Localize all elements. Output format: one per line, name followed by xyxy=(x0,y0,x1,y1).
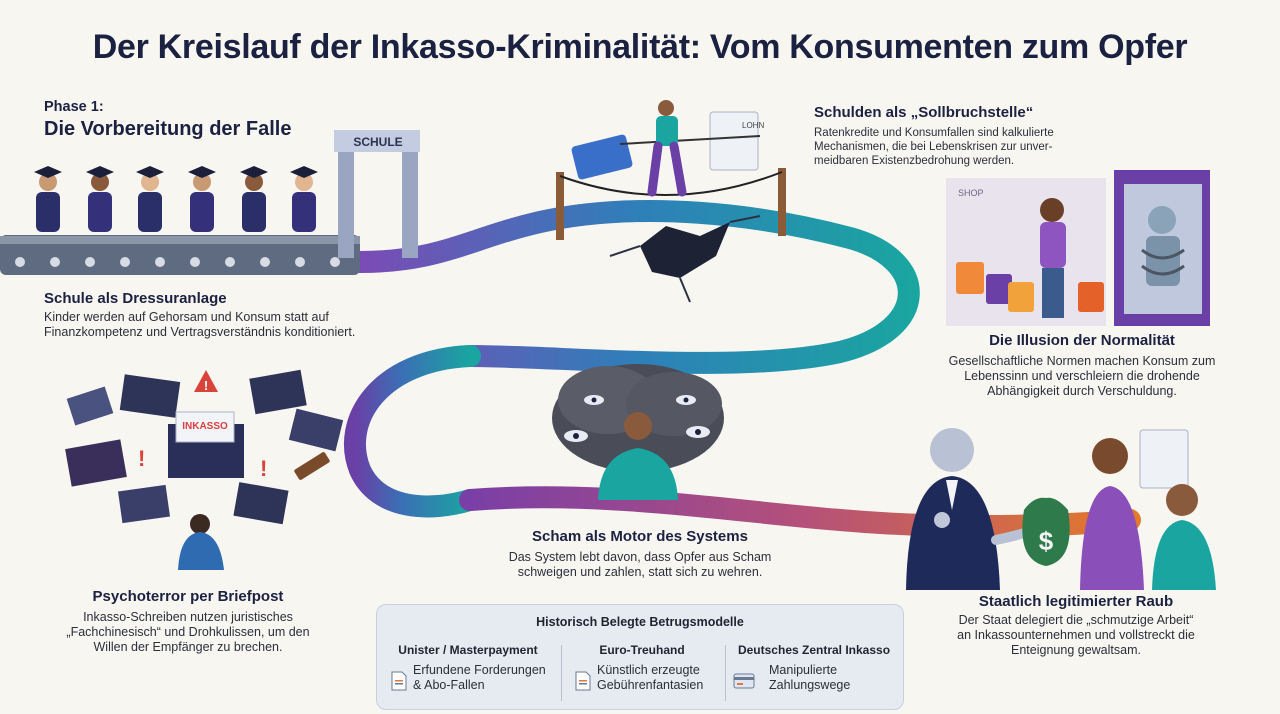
phase-label: Phase 1: xyxy=(44,99,104,115)
svg-text:!: ! xyxy=(204,378,208,393)
fraud-model-description: Erfundene Forderungen& Abo-Fallen xyxy=(413,663,546,692)
document-icon xyxy=(391,671,407,691)
dollar-label: $ xyxy=(1039,526,1054,556)
tightrope-illustration: LOHN xyxy=(556,100,786,303)
school-sign-text: SCHULE xyxy=(353,135,402,149)
psychoterror-title: Psychoterror per Briefpost xyxy=(92,588,284,605)
fraud-model-column: Unister / Masterpayment Erfundene Forder… xyxy=(383,643,553,692)
lohn-label: LOHN xyxy=(742,121,764,130)
scham-description: Das System lebt davon, dass Opfer aus Sc… xyxy=(508,550,772,579)
panel-title: Historisch Belegte Betrugsmodelle xyxy=(536,615,744,629)
raub-description: Der Staat delegiert die „schmutzige Arbe… xyxy=(957,613,1195,657)
shopping-illustration: SHOP xyxy=(946,170,1210,326)
schulden-title: Schulden als „Sollbruchstelle“ xyxy=(814,104,1034,121)
shop-label: SHOP xyxy=(958,188,984,198)
psychoterror-description: Inkasso-Schreiben nutzen juristisches„Fa… xyxy=(66,610,310,654)
credit-card-icon xyxy=(733,673,755,689)
fraud-model-name: Deutsches Zentral Inkasso xyxy=(737,643,891,657)
fraud-model-name: Unister / Masterpayment xyxy=(398,643,538,657)
robbery-illustration: $ xyxy=(906,428,1216,590)
page-title: Der Kreislauf der Inkasso-Kriminalität: … xyxy=(92,28,1188,66)
school-conveyor-illustration: SCHULE xyxy=(0,130,420,275)
fraud-models-panel: Historisch Belegte Betrugsmodelle Uniste… xyxy=(376,604,904,710)
scham-title: Scham als Motor des Systems xyxy=(532,528,748,545)
shame-illustration xyxy=(552,364,724,500)
svg-text:!: ! xyxy=(260,456,267,481)
fraud-model-name: Euro-Treuhand xyxy=(599,643,685,657)
graduate-figures xyxy=(34,166,318,232)
document-icon xyxy=(575,671,591,691)
schule-title: Schule als Dressuranlage xyxy=(44,290,227,307)
inkasso-label: INKASSO xyxy=(182,421,228,432)
phase-title: Die Vorbereitung der Falle xyxy=(44,118,292,140)
schulden-description: Ratenkredite und Konsumfallen sind kalku… xyxy=(814,127,1054,167)
illusion-description: Gesellschaftliche Normen machen Konsum z… xyxy=(948,354,1216,398)
letters-illustration: INKASSO ! ! ! xyxy=(65,369,344,570)
raub-title: Staatlich legitimierter Raub xyxy=(978,593,1174,610)
illusion-title: Die Illusion der Normalität xyxy=(989,332,1175,349)
schule-description: Kinder werden auf Gehorsam und Konsum st… xyxy=(44,310,356,339)
svg-text:!: ! xyxy=(138,446,145,471)
